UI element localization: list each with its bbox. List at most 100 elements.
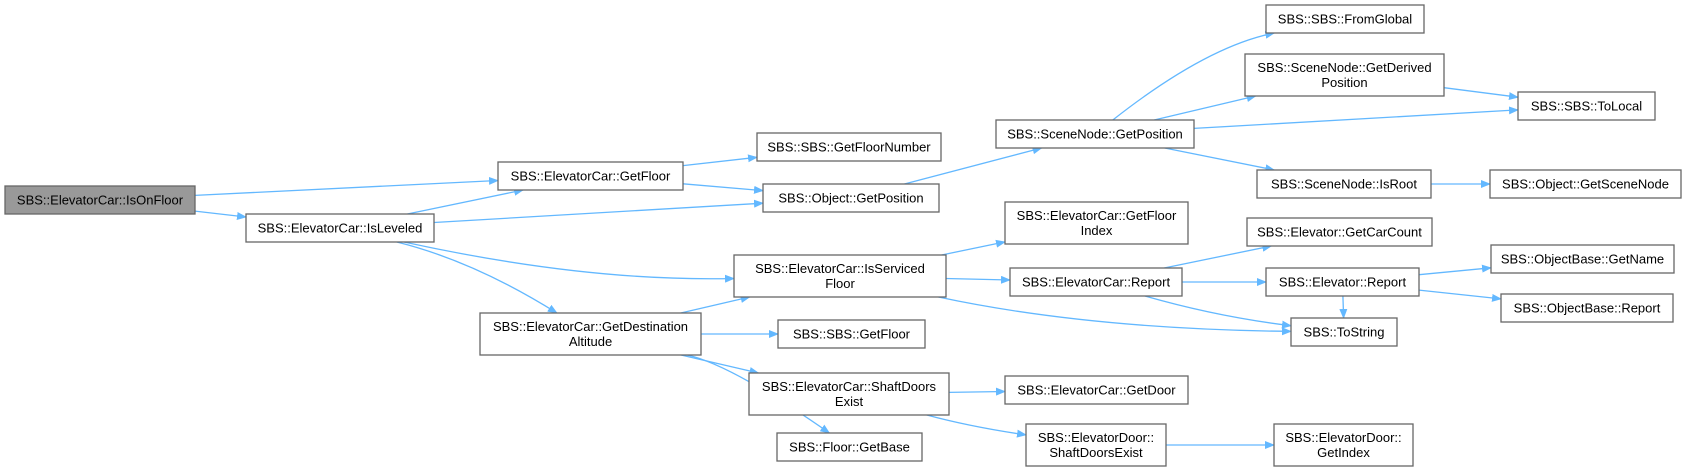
function-node-label: Index	[1081, 223, 1113, 238]
function-node-box	[1517, 91, 1656, 121]
function-node[interactable]: SBS::ElevatorDoor::ShaftDoorsExist	[1025, 423, 1167, 467]
function-node-label: SBS::Object::GetSceneNode	[1502, 177, 1669, 192]
function-node-box	[777, 319, 926, 349]
function-node[interactable]: SBS::ElevatorCar::IsLeveled	[245, 213, 435, 243]
call-edge-n11-to-n13	[941, 239, 1006, 256]
function-node-label: SBS::SBS::FromGlobal	[1278, 12, 1412, 27]
function-node-label: SBS::ElevatorCar::Report	[1022, 275, 1171, 290]
call-edge-n1-to-n3	[682, 154, 758, 167]
function-node-box	[1490, 244, 1675, 274]
function-node-box	[1273, 423, 1414, 467]
function-node-label: SBS::SBS::GetFloorNumber	[767, 140, 931, 155]
function-node[interactable]: SBS::SBS::GetFloor	[777, 319, 926, 349]
function-node[interactable]: SBS::Object::GetSceneNode	[1489, 169, 1682, 199]
function-node[interactable]: SBS::ElevatorDoor::GetIndex	[1273, 423, 1414, 467]
call-edge-n2-to-n11	[403, 241, 735, 283]
function-node-box	[995, 119, 1195, 149]
function-node[interactable]: SBS::ElevatorCar::ShaftDoorsExist	[748, 372, 950, 416]
call-edge-n12-to-n11	[680, 295, 751, 314]
function-node-label: SBS::SBS::ToLocal	[1531, 99, 1642, 114]
function-node[interactable]: SBS::ToString	[1290, 317, 1398, 347]
function-node-label: SBS::ElevatorCar::IsLeveled	[258, 221, 423, 236]
function-node-box	[1500, 293, 1674, 323]
function-node-box	[1025, 423, 1167, 467]
call-edge-n5-to-n7	[1154, 94, 1257, 121]
function-node-box	[762, 183, 940, 213]
function-node-box	[1290, 317, 1398, 347]
function-node[interactable]: SBS::Object::GetPosition	[762, 183, 940, 213]
function-node-label: SBS::ToString	[1304, 325, 1385, 340]
function-node-box	[1004, 375, 1189, 405]
function-node-label: SBS::ElevatorCar::GetFloor	[1017, 208, 1177, 223]
function-node-label: SBS::Elevator::Report	[1279, 275, 1407, 290]
function-node-label: SBS::ElevatorCar::IsServiced	[755, 261, 925, 276]
function-node-box	[756, 132, 942, 162]
function-node-label: SBS::ElevatorDoor::	[1038, 430, 1154, 445]
function-node-box	[1265, 267, 1420, 297]
call-edge-n1-to-n4	[682, 183, 764, 194]
function-node-label: SBS::ElevatorCar::GetDoor	[1017, 383, 1176, 398]
function-node-label: GetIndex	[1317, 445, 1370, 460]
call-edge-n11-to-n14	[945, 275, 1011, 284]
call-edge-n5-to-n9	[1164, 147, 1276, 173]
call-edge-n5-to-n8	[1193, 106, 1519, 130]
function-node[interactable]: SBS::ElevatorCar::GetDoor	[1004, 375, 1189, 405]
function-node-label: SBS::ObjectBase::Report	[1514, 301, 1661, 316]
function-node[interactable]: SBS::SBS::GetFloorNumber	[756, 132, 942, 162]
call-edge-n7-to-n8	[1443, 87, 1519, 101]
function-node-box	[1246, 217, 1433, 247]
function-node-box	[1265, 4, 1425, 34]
function-node-label: SBS::Floor::GetBase	[789, 440, 910, 455]
function-node[interactable]: SBS::SBS::ToLocal	[1517, 91, 1656, 121]
call-edge-n14-to-n19	[1144, 295, 1292, 329]
function-node[interactable]: SBS::SceneNode::GetPosition	[995, 119, 1195, 149]
function-node-label: SBS::Elevator::GetCarCount	[1257, 225, 1422, 240]
function-node-label: SBS::ObjectBase::GetName	[1501, 252, 1664, 267]
function-node-box	[479, 312, 702, 356]
function-node-box	[733, 254, 947, 298]
function-node-box	[1489, 169, 1682, 199]
function-node-label: SBS::ElevatorDoor::	[1285, 430, 1401, 445]
function-node-label: SBS::ElevatorCar::GetDestination	[493, 319, 688, 334]
nodes-layer: SBS::ElevatorCar::IsOnFloorSBS::Elevator…	[4, 4, 1682, 467]
function-node-label: Position	[1321, 75, 1367, 90]
function-node[interactable]: SBS::ObjectBase::GetName	[1490, 244, 1675, 274]
call-edge-n21-to-n22	[948, 387, 1006, 396]
call-edge-n5-to-n6	[1112, 30, 1276, 121]
function-node[interactable]: SBS::SceneNode::IsRoot	[1256, 169, 1432, 199]
call-edge-n0-to-n2	[194, 210, 247, 220]
function-node[interactable]: SBS::ElevatorCar::GetFloor	[497, 161, 684, 191]
function-node-box	[245, 213, 435, 243]
root-function-node[interactable]: SBS::ElevatorCar::IsOnFloor	[4, 185, 196, 215]
function-node[interactable]: SBS::SBS::FromGlobal	[1265, 4, 1425, 34]
function-node-box	[1009, 267, 1183, 297]
function-node-box	[4, 185, 196, 215]
function-node[interactable]: SBS::Floor::GetBase	[776, 432, 923, 462]
function-node-box	[748, 372, 950, 416]
function-node-box	[1256, 169, 1432, 199]
call-edge-n21-to-n24	[926, 414, 1027, 438]
call-edge-n2-to-n12	[396, 241, 558, 314]
call-edge-n2-to-n4	[433, 199, 764, 224]
call-edge-n12-to-n21	[680, 354, 760, 375]
function-node[interactable]: SBS::ObjectBase::Report	[1500, 293, 1674, 323]
call-edge-n14-to-n15	[1164, 243, 1273, 269]
function-node-label: SBS::SceneNode::GetDerived	[1257, 60, 1431, 75]
function-node-box	[497, 161, 684, 191]
function-node-box	[1244, 53, 1445, 97]
function-node[interactable]: SBS::Elevator::Report	[1265, 267, 1420, 297]
function-node-label: SBS::ElevatorCar::ShaftDoors	[762, 379, 937, 394]
function-node[interactable]: SBS::Elevator::GetCarCount	[1246, 217, 1433, 247]
function-node-label: Floor	[825, 276, 855, 291]
function-node-label: SBS::SceneNode::IsRoot	[1271, 177, 1417, 192]
function-node-label: SBS::Object::GetPosition	[778, 191, 923, 206]
function-node[interactable]: SBS::ElevatorCar::Report	[1009, 267, 1183, 297]
call-edge-n16-to-n18	[1418, 289, 1502, 302]
function-node-label: SBS::ElevatorCar::IsOnFloor	[17, 193, 184, 208]
function-node-label: SBS::ElevatorCar::GetFloor	[511, 169, 671, 184]
